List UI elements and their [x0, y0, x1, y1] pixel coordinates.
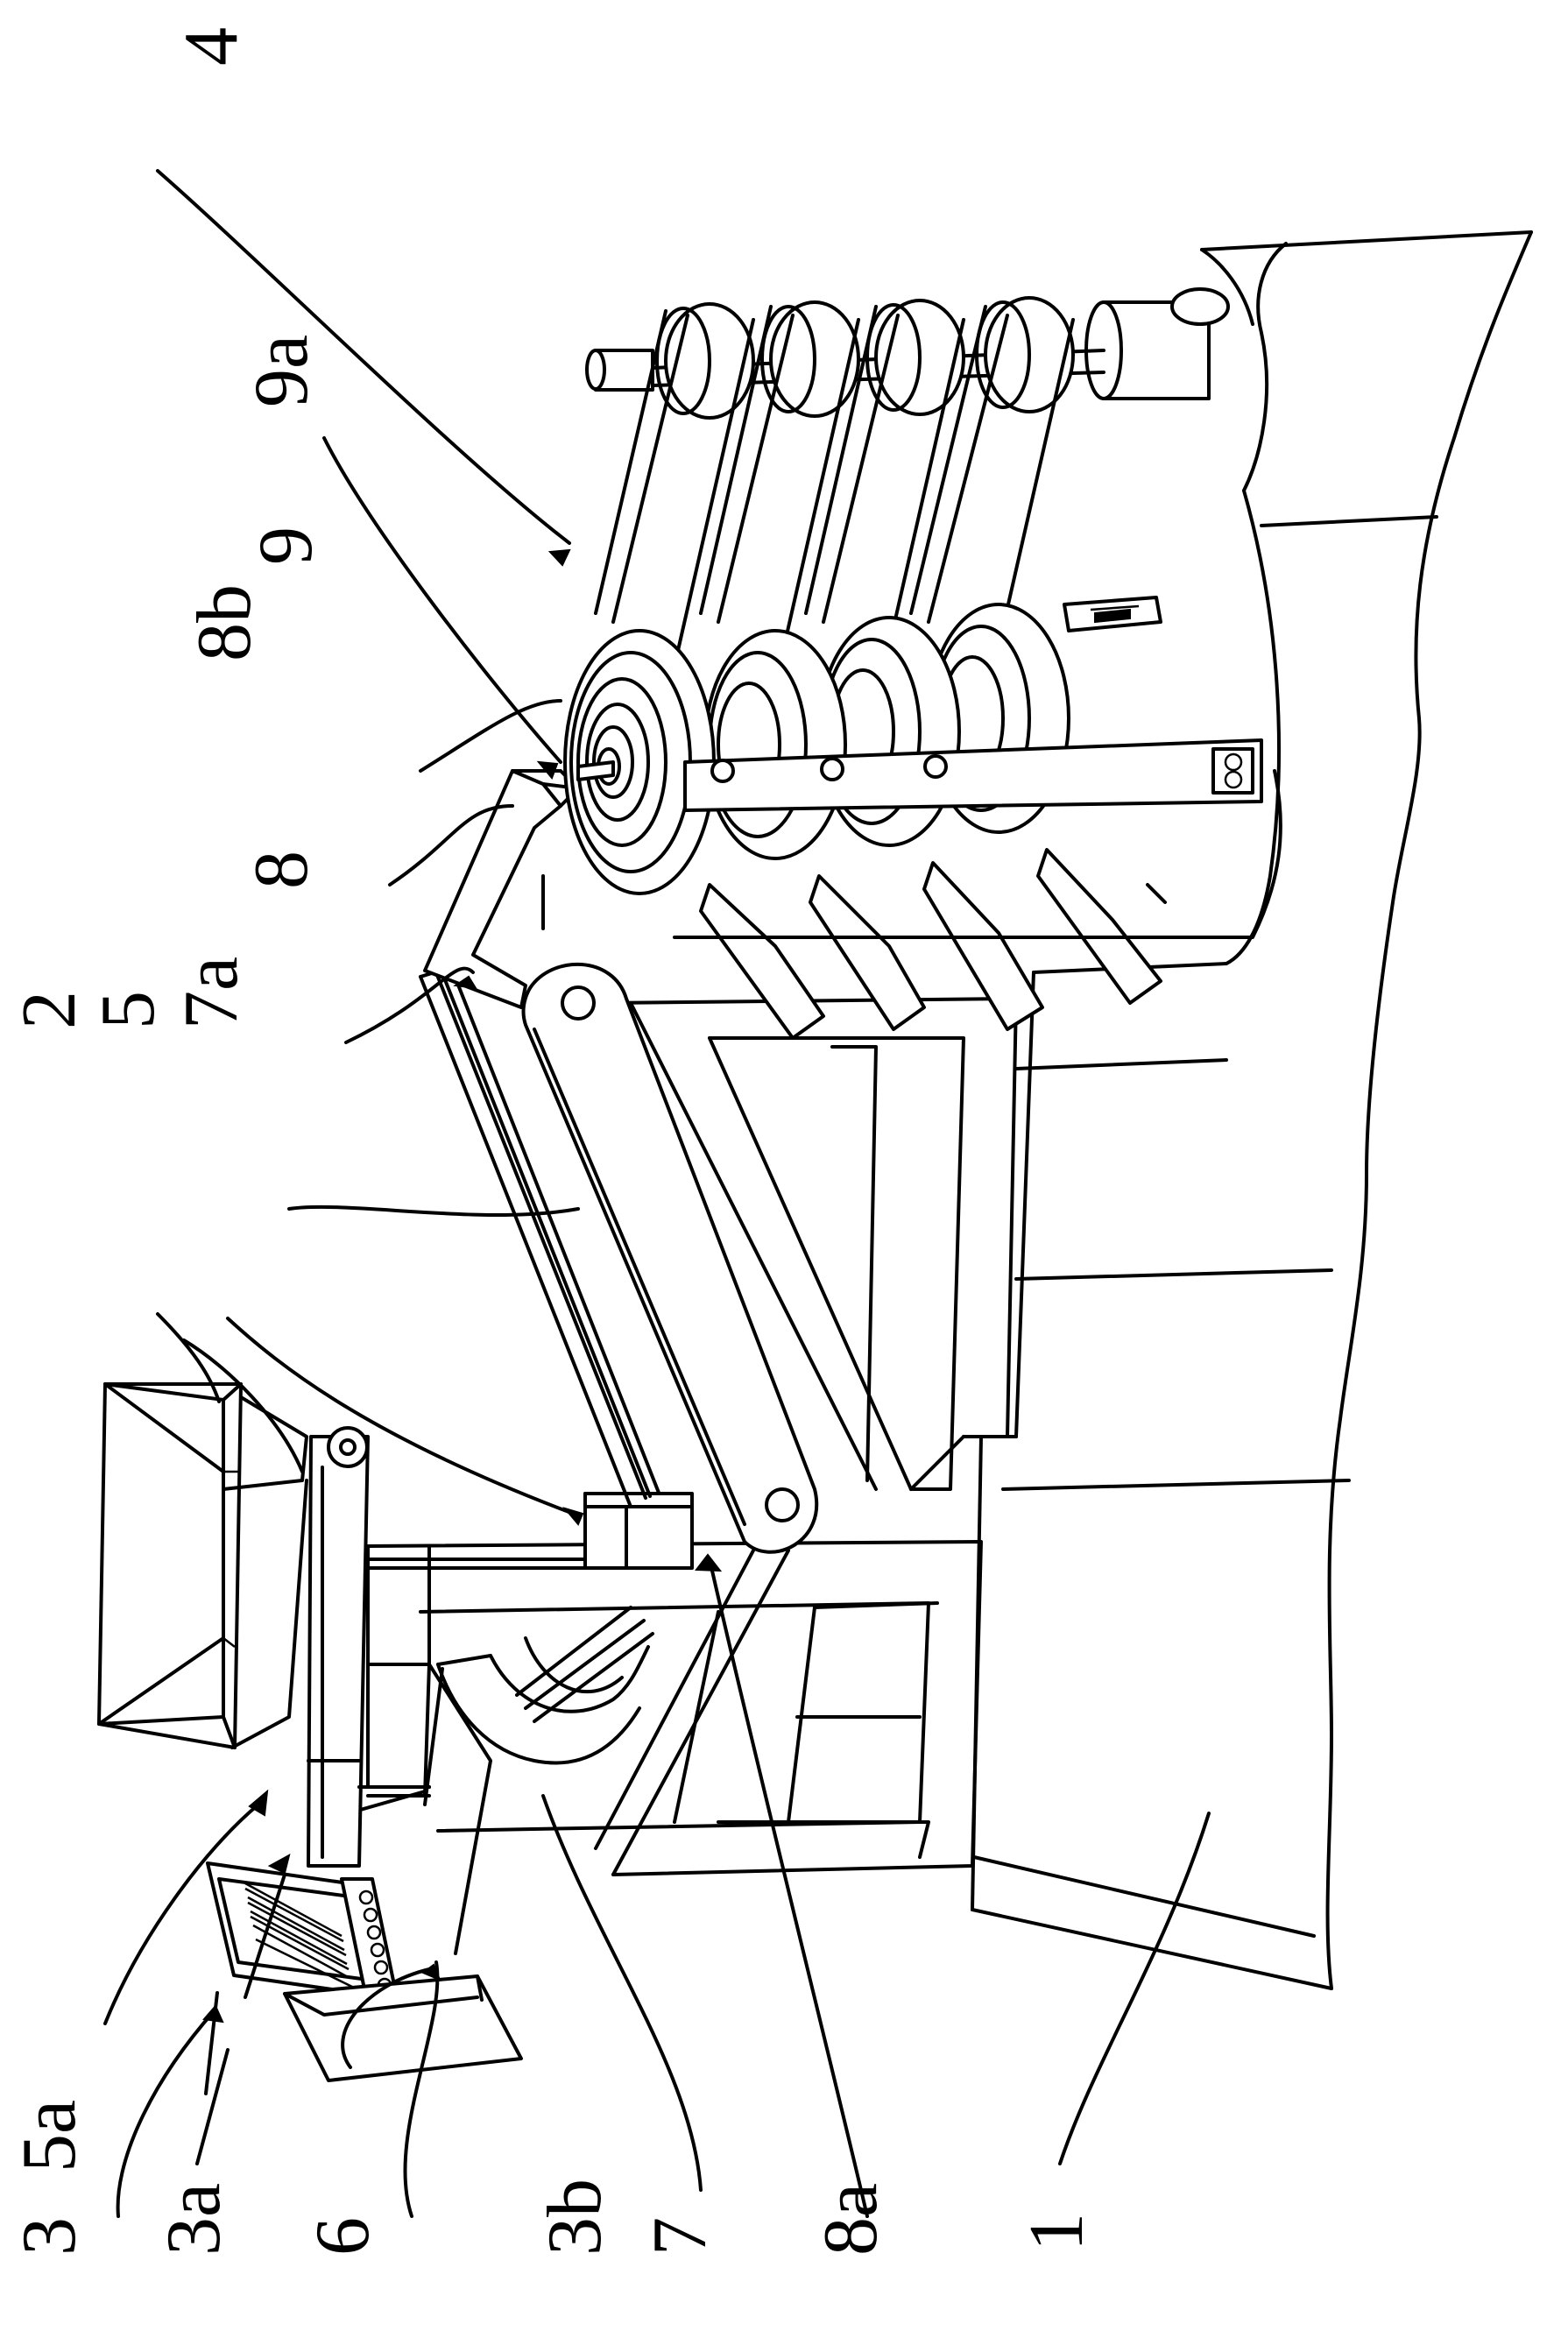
label-9: 9 [244, 526, 328, 565]
label-6: 6 [300, 2217, 385, 2256]
label-3: 3 [7, 2217, 92, 2256]
label-1: 1 [1014, 2213, 1099, 2251]
label-8: 8 [239, 851, 324, 889]
label-4: 4 [169, 27, 254, 66]
chute [425, 1607, 653, 1805]
label-8a: 8a [809, 2183, 893, 2256]
label-5a: 5a [7, 2100, 92, 2172]
connector-block [585, 1494, 692, 1568]
machine-base [972, 232, 1531, 1988]
frame-structure [368, 999, 1016, 1875]
tray [285, 1976, 521, 2080]
support-column [359, 1550, 604, 1787]
label-7a: 7a [169, 957, 254, 1029]
hopper [99, 1384, 307, 1748]
belt-conveyor [420, 964, 816, 1552]
label-3a: 3a [152, 2183, 237, 2256]
arm-5 [308, 1428, 368, 1866]
label-2: 2 [7, 991, 92, 1029]
label-3b: 3b [533, 2179, 618, 2256]
label-8b: 8b [182, 584, 267, 661]
label-5: 5 [86, 991, 171, 1029]
label-7: 7 [638, 2217, 723, 2256]
label-9a: 9a [239, 335, 324, 407]
pulley-assembly [565, 289, 1281, 1038]
